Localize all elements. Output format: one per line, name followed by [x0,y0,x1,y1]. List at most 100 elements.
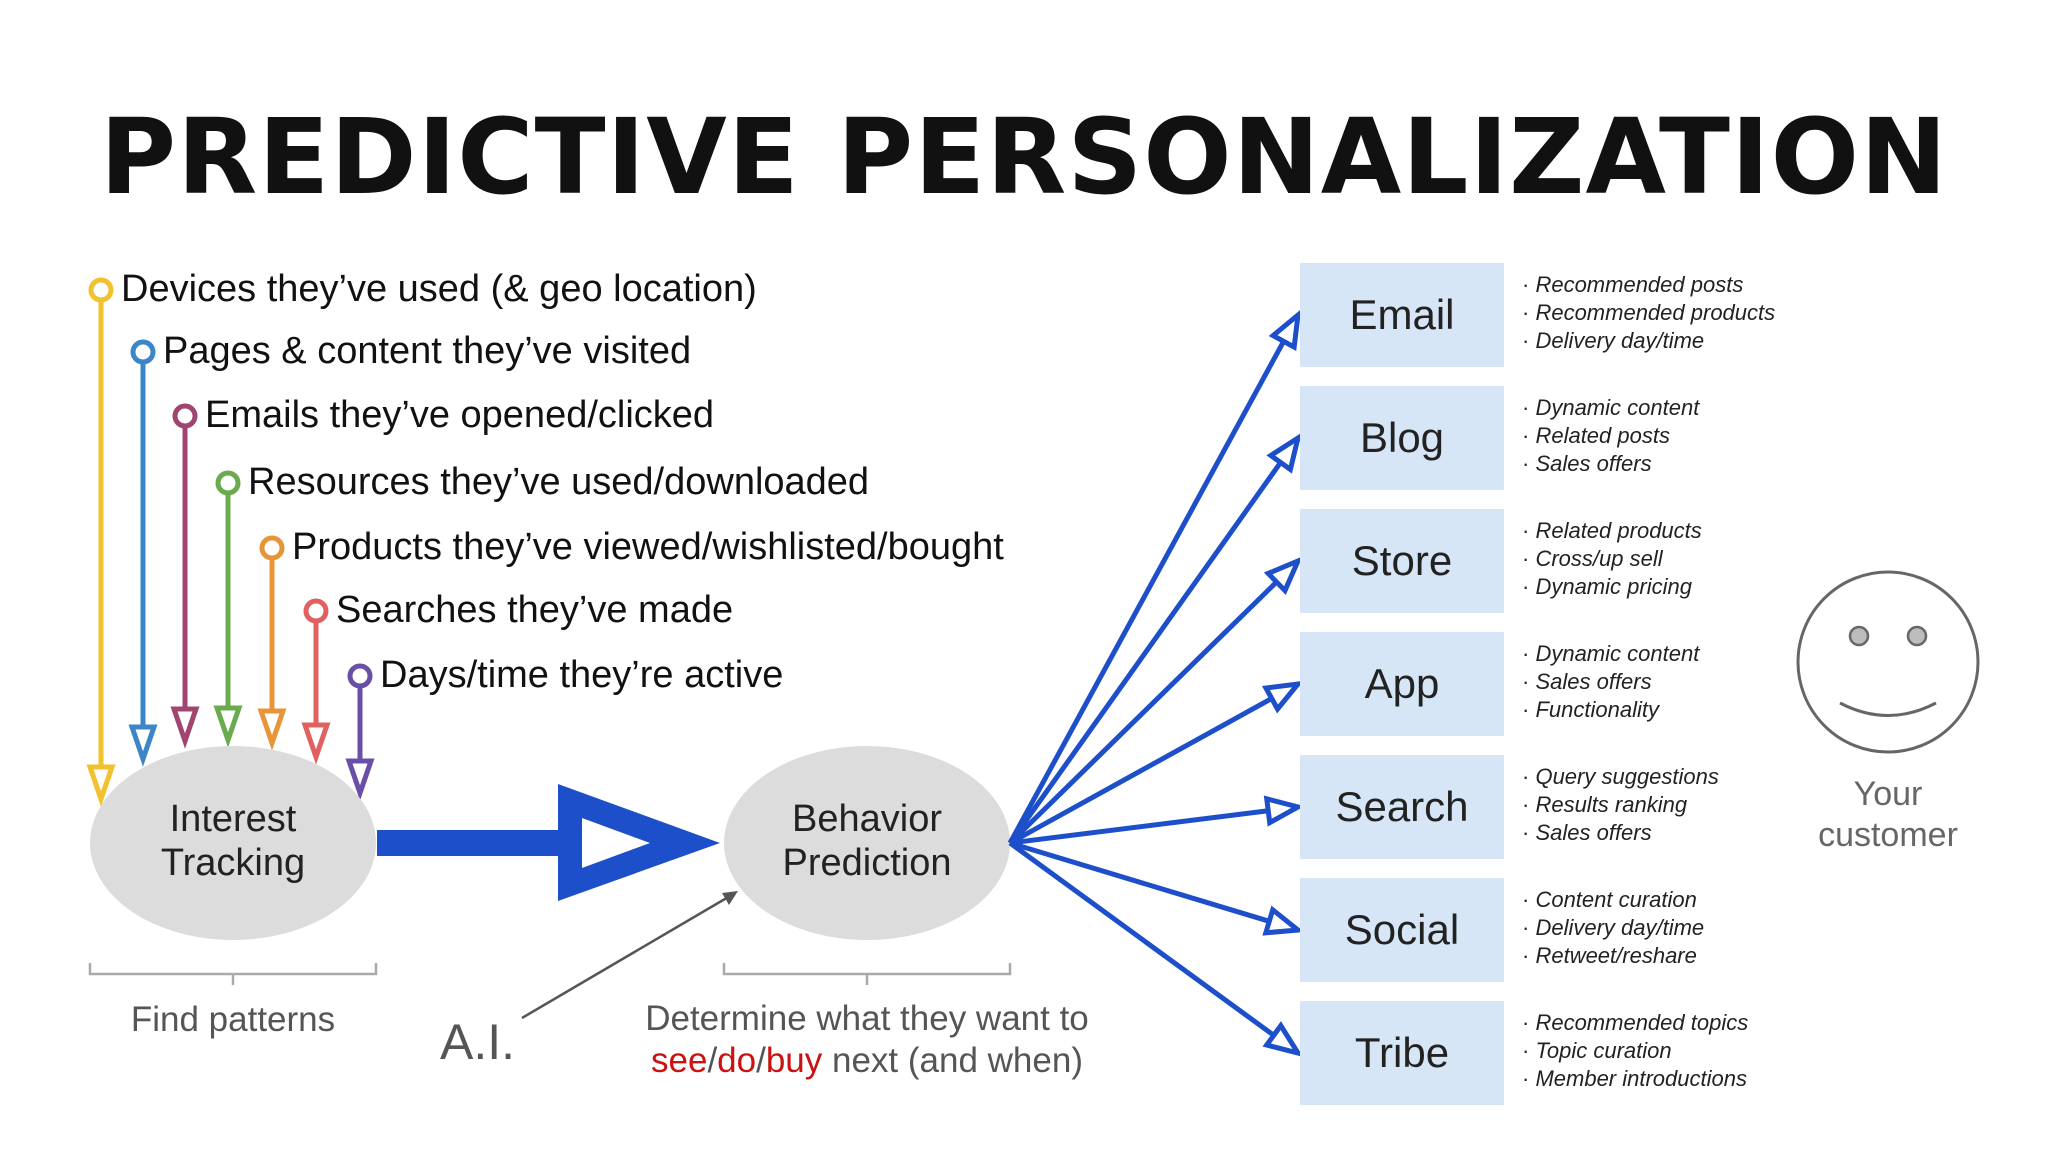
channel-name: Social [1344,906,1460,953]
channel-bullets: Dynamic contentSales offersFunctionality [1522,640,1699,724]
fan-arrow-head [1268,309,1302,352]
channel-bullets: Related productsCross/up sellDynamic pri… [1522,517,1702,601]
bullet-item: Topic curation [1522,1037,1748,1065]
behavior-prediction-label: Behavior Prediction [724,798,1010,885]
bullet-item: Dynamic pricing [1522,573,1702,601]
input-label: Resources they’ve used/downloaded [248,461,870,503]
bullet-item: Query suggestions [1522,763,1718,791]
determine-bracket [722,963,1012,985]
channel-name: Blog [1359,414,1445,461]
behavior-prediction-line2: Prediction [782,841,952,884]
find-patterns-bracket [88,963,378,985]
fan-arrow-head [1262,905,1305,936]
your-customer-label: Your customer [1790,774,1986,856]
slash-separator: / [756,1041,766,1080]
bullet-item: Sales offers [1522,668,1699,696]
bullet-item: Content curation [1522,886,1704,914]
channel-box-store[interactable]: Store [1300,509,1504,613]
input-arrow-origin-circle [303,598,329,624]
input-arrow-origin-circle [259,535,285,561]
input-arrow-head [301,722,331,765]
channel-box-blog[interactable]: Blog [1300,386,1504,490]
smiley-face-icon [1796,570,1980,754]
channel-name: Store [1351,537,1453,584]
fan-arrow-shaft [1009,840,1271,924]
channel-bullets: Dynamic contentRelated postsSales offers [1522,394,1699,478]
input-arrow-origin-circle [88,277,114,303]
fan-arrow-shaft [1007,460,1283,845]
fan-arrow [1007,309,1302,845]
bullet-item: Member introductions [1522,1065,1748,1093]
interest-tracking-line1: Interest [169,798,297,840]
interest-tracking-oval [90,746,376,940]
bullet-item: Dynamic content [1522,394,1699,422]
channel-bullets: Recommended topicsTopic curationMember i… [1522,1009,1748,1093]
fan-arrow-head [1266,432,1302,474]
channel-name: Tribe [1354,1029,1450,1076]
input-arrow [86,277,116,807]
bullet-item: Delivery day/time [1522,914,1704,942]
bullet-item: Dynamic content [1522,640,1699,668]
fan-arrow [1008,556,1303,845]
input-label: Searches they’ve made [336,589,734,631]
customer-line1: Your [1853,775,1923,813]
fan-arrow-head [1263,556,1303,595]
bullet-item: Recommended products [1522,299,1775,327]
input-arrow-head [213,705,243,748]
input-arrows [86,277,375,807]
channel-name: Search [1335,783,1469,830]
fan-out-arrows [1007,309,1305,1057]
input-label: Pages & content they’ve visited [163,330,692,372]
input-arrow [301,598,331,765]
bullet-item: Results ranking [1522,791,1719,819]
bullet-item: Delivery day/time [1522,327,1775,355]
behavior-prediction-line1: Behavior [792,798,942,840]
input-arrow [257,535,287,751]
determine-caption: Determine what they want to see/do/buy n… [600,998,1134,1082]
input-arrow-origin-circle [130,339,156,365]
channel-box-email[interactable]: Email [1300,263,1504,367]
input-arrow-head [86,764,116,807]
bullet-item: Retweet/reshare [1522,942,1704,970]
fan-arrow-shaft [1008,840,1276,1038]
main-flow-arrow [377,784,720,901]
fan-arrow [1007,432,1302,845]
determine-line2: see/do/buy next (and when) [600,1040,1134,1082]
channel-name: App [1364,660,1440,707]
channel-bullets: Recommended postsRecommended productsDel… [1522,271,1775,355]
fan-arrow-shaft [1007,340,1286,845]
see-word: see [651,1041,708,1080]
input-arrow [213,470,243,748]
bullet-item: Functionality [1522,696,1699,724]
input-arrow-head [257,708,287,751]
input-label: Devices they’ve used (& geo location) [121,268,757,310]
input-arrow [128,339,158,767]
channel-box-search[interactable]: Search [1300,755,1504,859]
bullet-item: Sales offers [1522,450,1699,478]
find-patterns-caption: Find patterns [130,1000,336,1039]
interest-tracking-line2: Tracking [160,841,306,884]
input-label: Days/time they’re active [380,654,784,696]
channel-box-tribe[interactable]: Tribe [1300,1001,1504,1105]
interest-tracking-label: Interest Tracking [90,798,376,885]
input-arrow-head [345,758,375,801]
fan-arrow [1009,795,1305,846]
ai-label: A.I. [440,1014,516,1070]
fan-arrow [1008,840,1304,1057]
fan-arrow-head [1262,1021,1304,1057]
channel-box-app[interactable]: App [1300,632,1504,736]
input-arrow-origin-circle [172,403,198,429]
channel-box-social[interactable]: Social [1300,878,1504,982]
determine-line1: Determine what they want to [645,999,1089,1038]
page-title: PREDICTIVE PERSONALIZATION [99,96,1949,218]
input-arrow-origin-circle [215,470,241,496]
input-arrow-head [128,724,158,767]
input-arrow [170,403,200,749]
bullet-item: Cross/up sell [1522,545,1702,573]
bullet-item: Related products [1522,517,1701,545]
behavior-prediction-oval [724,746,1010,940]
next-when-text: next (and when) [822,1041,1083,1080]
input-label: Emails they’ve opened/clicked [205,394,715,436]
